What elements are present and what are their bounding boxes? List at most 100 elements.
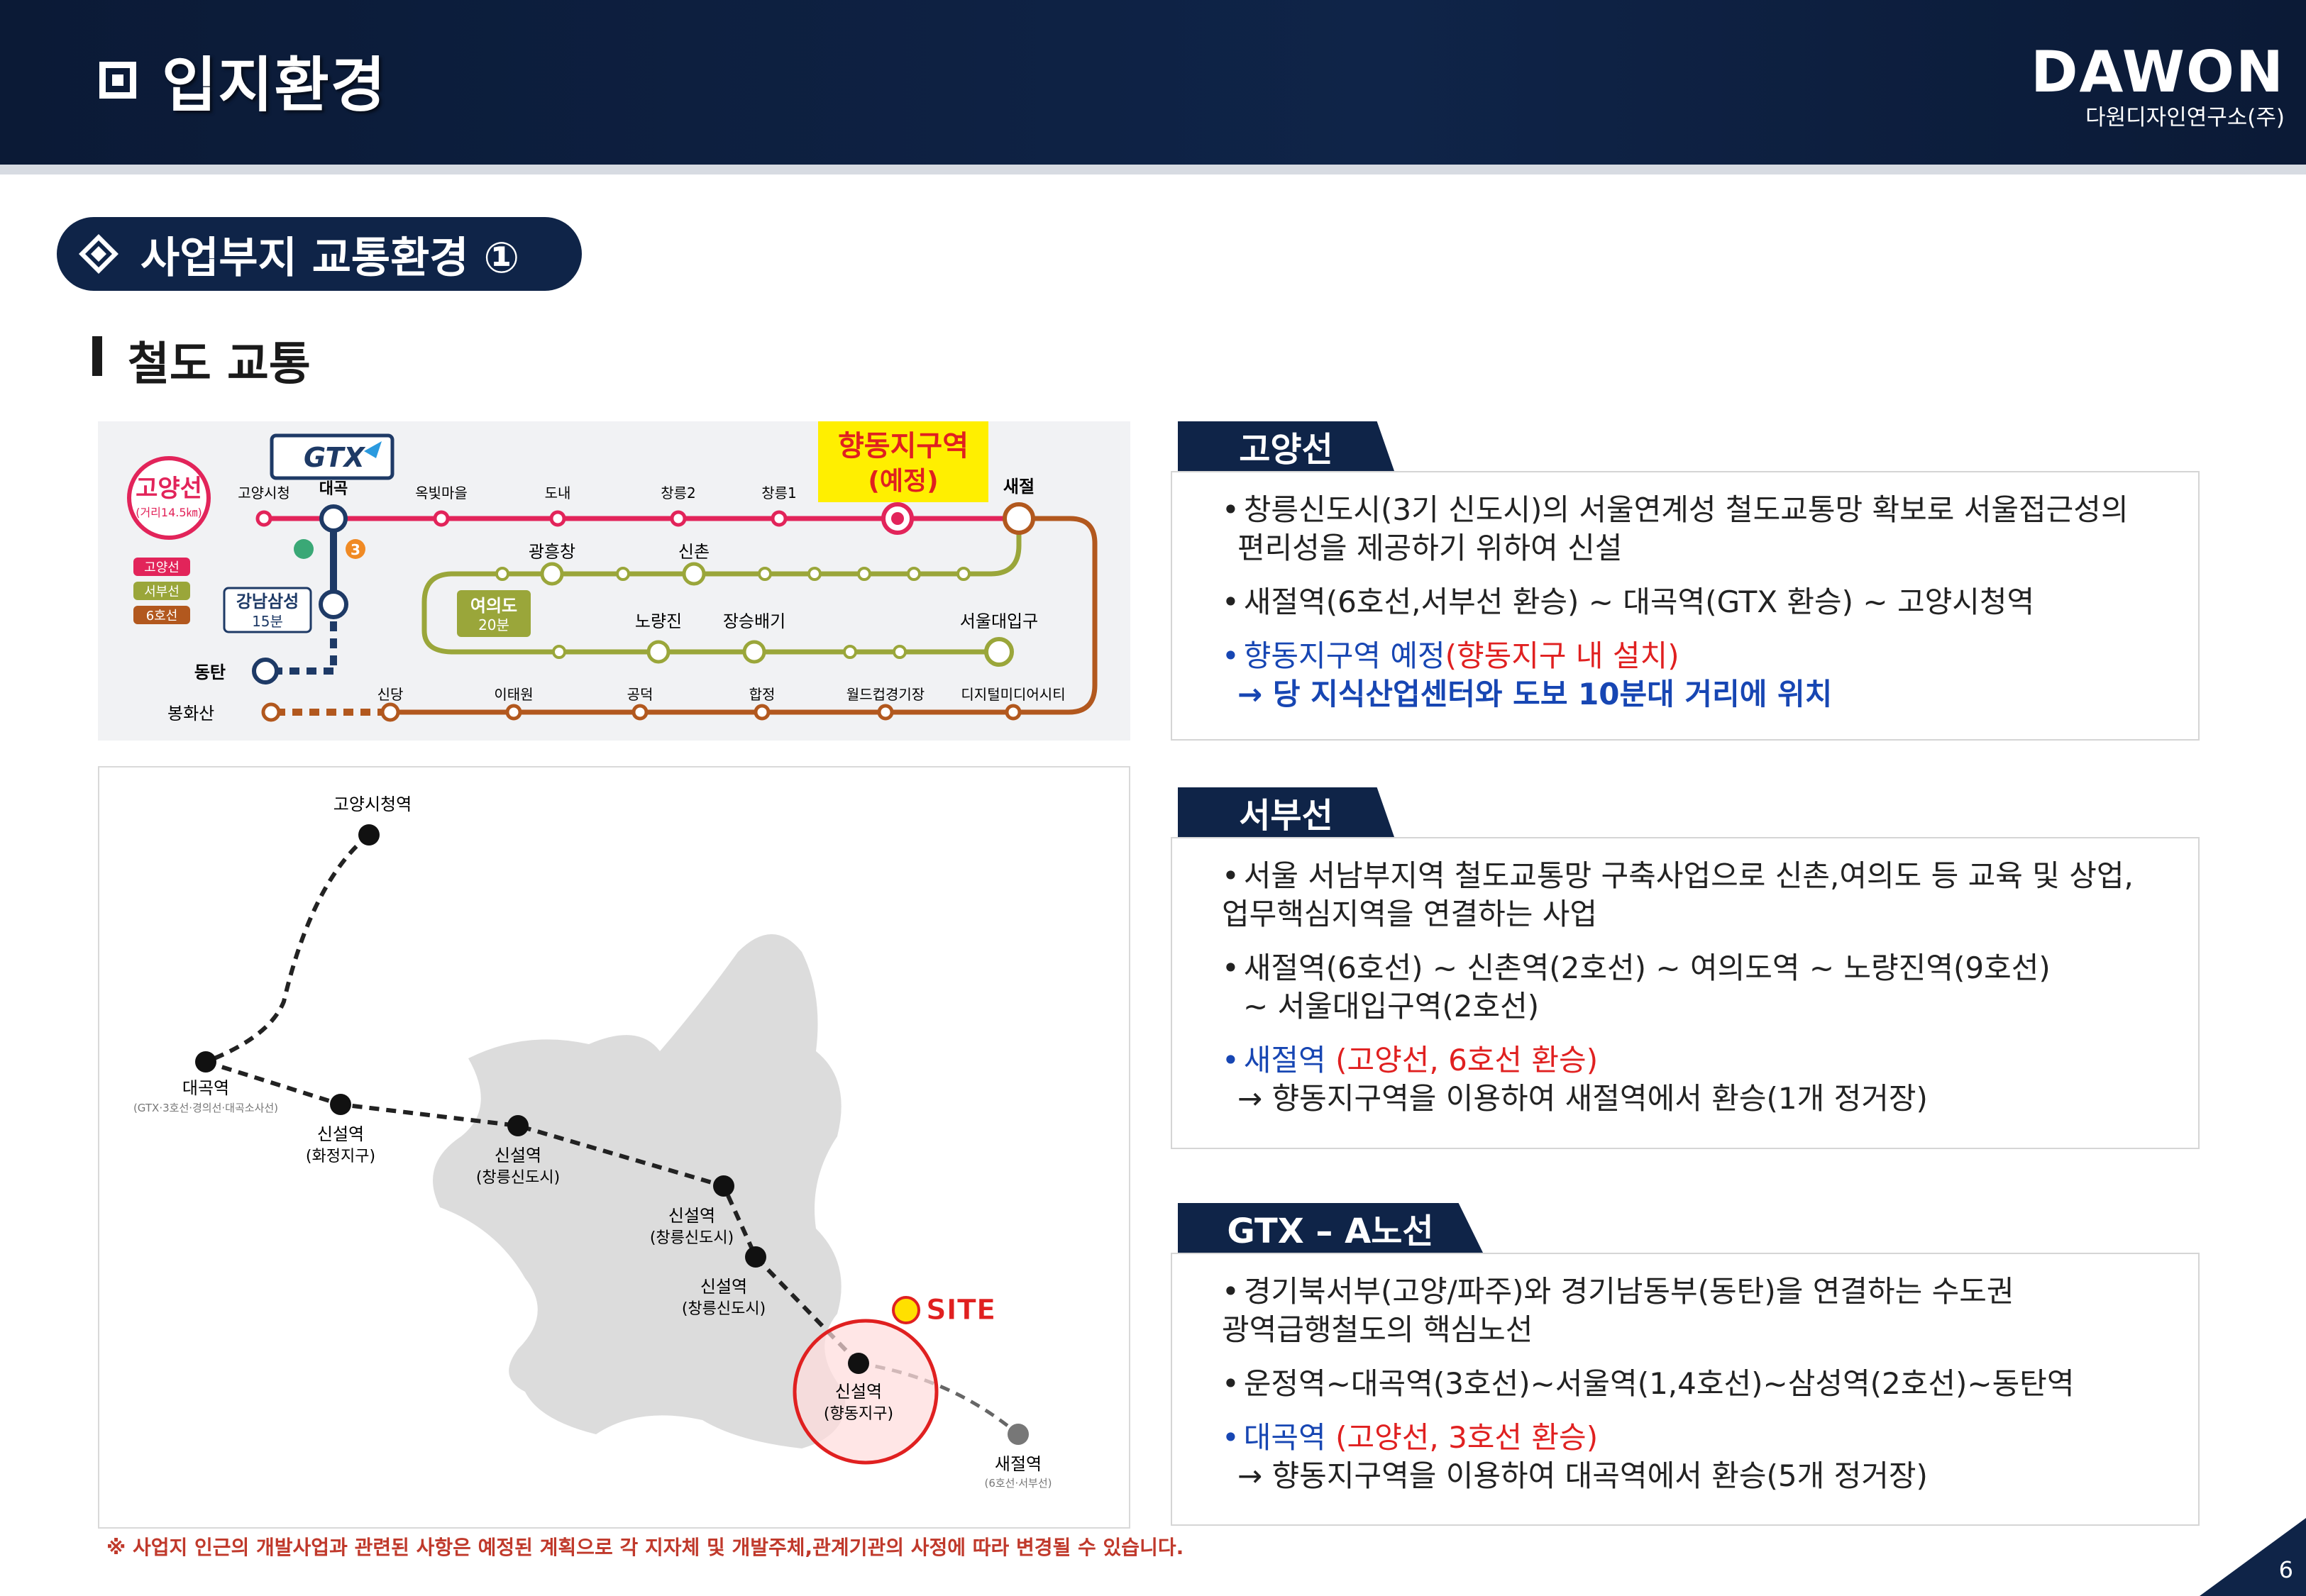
legend-seobu: 서부선 xyxy=(144,584,180,599)
station-sublabel: (화정지구) xyxy=(306,1148,375,1165)
station-label: 신설역 xyxy=(700,1277,747,1297)
station-label: 창릉2 xyxy=(661,484,696,501)
svg-text:여의도: 여의도 xyxy=(470,596,517,616)
station-sublabel: (창릉신도시) xyxy=(650,1229,734,1247)
svg-text:(거리14.5㎞): (거리14.5㎞) xyxy=(136,506,202,519)
header-bar: 입지환경 DAWON 다원디자인연구소(주) xyxy=(0,0,2306,165)
gtx-logo: GTX xyxy=(270,433,395,480)
station-dot xyxy=(507,1115,529,1136)
svg-text:이태원: 이태원 xyxy=(494,686,533,703)
panel-item: •서울 서남부지역 철도교통망 구축사업으로 신촌,여의도 등 교육 및 상업,… xyxy=(1222,858,2134,931)
panel-item-highlight: •대곡역 (고양선, 3호선 환승) → 향동지구역을 이용하여 대곡역에서 환… xyxy=(1222,1420,1928,1493)
svg-text:(예정): (예정) xyxy=(868,467,938,496)
station-label: 도내 xyxy=(545,484,571,501)
station-label: 옥빛마을 xyxy=(415,484,468,501)
svg-text:월드컵경기장: 월드컵경기장 xyxy=(846,686,925,703)
line6-stations: 봉화산 신당 이태원 공덕 합정 월드컵경기장 디지털미디어시티 xyxy=(167,686,1066,724)
station-dot xyxy=(848,1353,869,1374)
diamond-icon xyxy=(79,234,118,274)
svg-text:서울대입구: 서울대입구 xyxy=(960,611,1038,631)
line-legend: 고양선 서부선 6호선 xyxy=(133,558,190,624)
station-sublabel: (향동지구) xyxy=(824,1405,893,1423)
station-label: 새절 xyxy=(1003,477,1035,497)
subtitle-bar xyxy=(92,336,102,376)
site-marker: SITE xyxy=(892,1294,996,1327)
svg-text:광흥창: 광흥창 xyxy=(529,542,575,562)
legend-line6: 6호선 xyxy=(146,609,178,624)
goyang-stations: 고양시청 대곡 옥빛마을 도내 창릉2 창릉1 새절 xyxy=(238,477,1035,535)
svg-text:GTX: GTX xyxy=(304,442,365,473)
station-dot xyxy=(195,1051,216,1073)
yeouido-box: 여의도 20분 xyxy=(457,590,531,637)
panel-tag-gtx: GTX – A노선 xyxy=(1178,1203,1483,1253)
station-label: 대곡역 xyxy=(182,1078,229,1098)
page-title: 입지환경 xyxy=(162,50,387,120)
svg-text:공덕: 공덕 xyxy=(627,686,653,703)
svg-text:노량진: 노량진 xyxy=(635,611,682,631)
station-dot xyxy=(358,824,380,846)
seobu-stations: 광흥창 신촌 xyxy=(495,542,971,586)
svg-text:고양선: 고양선 xyxy=(136,475,202,503)
panel-item: •새절역(6호선) ~ 신촌역(2호선) ~ 여의도역 ~ 노량진역(9호선) … xyxy=(1222,951,2051,1024)
planned-station-label: 향동지구역 (예정) xyxy=(818,421,988,502)
square-bullet-icon xyxy=(99,62,136,99)
line6-route xyxy=(389,516,1098,715)
header-divider xyxy=(0,165,2306,174)
svg-text:합정: 합정 xyxy=(749,686,776,703)
panel-item: •창릉신도시(3기 신도시)의 서울연계성 철도교통망 확보로 서울접근성의 편… xyxy=(1222,492,2129,565)
line3-badge-number: 3 xyxy=(351,541,360,558)
rail-line-map: GTX 고양선 (거리14.5㎞) 고양선 서부선 6호선 향동지구역 (예정) xyxy=(98,421,1130,741)
svg-text:동탄: 동탄 xyxy=(194,663,226,682)
logo-company-name: 다원디자인연구소(주) xyxy=(2085,105,2285,131)
panel-item: •새절역(6호선,서부선 환승) ~ 대곡역(GTX 환승) ~ 고양시청역 xyxy=(1222,584,2035,619)
station-label: 신설역 xyxy=(317,1124,364,1144)
company-logo: DAWON 다원디자인연구소(주) xyxy=(2031,44,2285,132)
header-title-group: 입지환경 xyxy=(99,41,387,120)
station-sublabel: (6호선·서부선) xyxy=(984,1477,1052,1490)
panel-goyang: •창릉신도시(3기 신도시)의 서울연계성 철도교통망 확보로 서울접근성의 편… xyxy=(1171,471,2200,741)
svg-text:디지털미디어시티: 디지털미디어시티 xyxy=(961,686,1065,703)
station-label: 신설역 xyxy=(495,1146,541,1165)
rail-line-diagram: GTX 고양선 (거리14.5㎞) 고양선 서부선 6호선 향동지구역 (예정) xyxy=(127,421,1098,724)
station-label: 신설역 xyxy=(835,1382,882,1402)
station-sublabel: (창릉신도시) xyxy=(682,1300,766,1318)
goyang-line-route xyxy=(204,833,370,1064)
svg-text:20분: 20분 xyxy=(478,616,509,633)
svg-text:장승배기: 장승배기 xyxy=(723,611,785,631)
panel-item: •운정역~대곡역(3호선)~서울역(1,4호선)~삼성역(2호선)~동탄역 xyxy=(1222,1366,2075,1401)
logo-wordmark: DAWON xyxy=(2031,39,2285,105)
disclaimer-footnote: ※ 사업지 인근의 개발사업과 관련된 사항은 예정된 계획으로 각 지자체 및… xyxy=(106,1536,1184,1559)
site-map-diagram: 고양시청역 대곡역 (GTX·3호선·경의선·대곡소사선) 신설역 (화정지구)… xyxy=(133,794,1052,1490)
svg-text:15분: 15분 xyxy=(252,613,283,630)
svg-text:신촌: 신촌 xyxy=(678,542,710,562)
svg-text:향동지구역: 향동지구역 xyxy=(838,430,969,462)
subtitle: 철도 교통 xyxy=(128,338,311,391)
svg-text:강남삼성: 강남삼성 xyxy=(236,592,299,611)
station-label: 새절역 xyxy=(995,1454,1042,1474)
section-title: 사업부지 교통환경 ① xyxy=(140,233,520,283)
station-label: 고양시청 xyxy=(238,484,290,501)
station-sublabel: (창릉신도시) xyxy=(476,1169,560,1187)
station-sublabel: (GTX·3호선·경의선·대곡소사선) xyxy=(133,1102,278,1114)
station-dot xyxy=(745,1246,766,1268)
panel-item: •경기북서부(고양/파주)와 경기남동부(동탄)을 연결하는 수도권 광역급행철… xyxy=(1222,1274,2014,1347)
svg-text:봉화산: 봉화산 xyxy=(167,704,214,724)
panel-tag-goyang: 고양선 xyxy=(1178,421,1394,471)
legend-goyang: 고양선 xyxy=(144,560,180,575)
panel-item-highlight: •향동지구역 예정(향동지구 내 설치) → 당 지식산업센터와 도보 10분대… xyxy=(1222,638,1833,711)
station-dot xyxy=(713,1175,734,1197)
station-label: 고양시청역 xyxy=(333,794,412,814)
panel-tag-seobu: 서부선 xyxy=(1178,787,1394,837)
station-dot xyxy=(1008,1424,1029,1445)
seobu-route xyxy=(421,519,1022,655)
panel-gtx: •경기북서부(고양/파주)와 경기남동부(동탄)을 연결하는 수도권 광역급행철… xyxy=(1171,1253,2200,1526)
station-label: 창릉1 xyxy=(761,484,797,501)
station-label: 신설역 xyxy=(668,1206,715,1226)
panel-item-highlight: •새절역 (고양선, 6호선 환승) → 향동지구역을 이용하여 새절역에서 환… xyxy=(1222,1043,1928,1116)
district-area xyxy=(433,934,846,1448)
goyang-line-route-main xyxy=(205,1060,861,1365)
section-title-pill: 사업부지 교통환경 ① xyxy=(57,217,582,291)
goyang-line-badge: 고양선 (거리14.5㎞) xyxy=(127,456,211,540)
seobu-lower-stations: 노량진 장승배기 서울대입구 xyxy=(552,611,1038,667)
station-label: 대곡 xyxy=(319,480,348,498)
